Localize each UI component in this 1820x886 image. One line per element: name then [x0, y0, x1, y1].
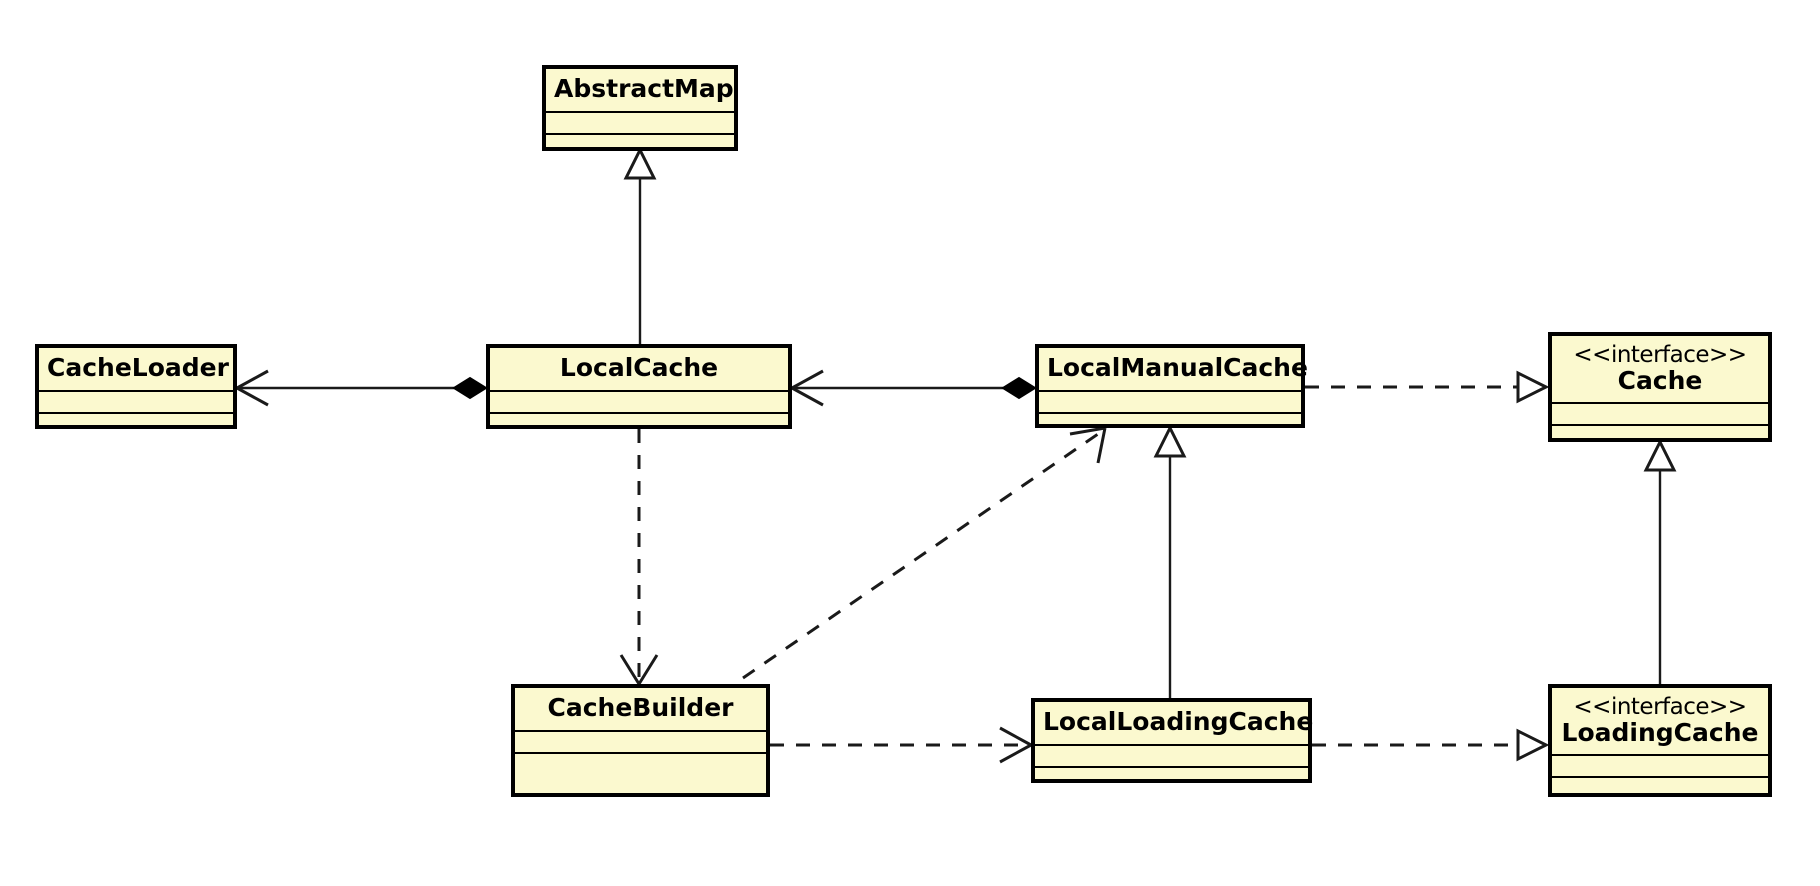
link-local-manual-cache-realizes-cache	[1305, 370, 1550, 404]
class-box-cache-interface[interactable]: <<interface>> Cache	[1548, 332, 1772, 442]
class-box-loading-cache-interface[interactable]: <<interface>> LoadingCache	[1548, 684, 1772, 797]
link-local-manual-cache-has-local-cache	[791, 369, 1037, 407]
class-box-local-loading-cache[interactable]: LocalLoadingCache	[1031, 698, 1313, 783]
link-loading-cache-extends-cache	[1643, 438, 1677, 684]
class-name-cache-loader: CacheLoader	[39, 348, 233, 392]
class-name-loading-cache-interface: <<interface>> LoadingCache	[1552, 688, 1768, 757]
class-title-loading-cache-interface: LoadingCache	[1561, 717, 1759, 747]
class-title-cache-loader: CacheLoader	[47, 353, 229, 382]
class-name-cache-builder: CacheBuilder	[515, 688, 766, 732]
class-attributes-cache-interface	[1552, 404, 1768, 427]
class-title-local-cache: LocalCache	[559, 353, 719, 382]
link-cache-builder-depends-local-loading-cache	[770, 726, 1032, 764]
class-attributes-cache-builder	[515, 731, 766, 754]
link-local-loading-cache-extends-local-manual-cache	[1153, 424, 1187, 698]
class-name-local-cache: LocalCache	[490, 348, 788, 392]
class-name-local-manual-cache: LocalManualCache	[1039, 348, 1308, 392]
class-operations-cache-loader	[39, 413, 233, 425]
class-stereotype-cache-interface: <<interface>>	[1573, 342, 1747, 368]
class-title-local-loading-cache: LocalLoadingCache	[1043, 707, 1314, 736]
class-attributes-abstract-map	[546, 112, 734, 135]
class-title-abstract-map: AbstractMap	[554, 74, 734, 103]
class-title-cache-interface: Cache	[1617, 365, 1703, 395]
class-title-cache-builder: CacheBuilder	[547, 693, 734, 722]
class-attributes-local-manual-cache	[1039, 391, 1301, 414]
class-box-abstract-map[interactable]: AbstractMap	[542, 65, 738, 151]
class-attributes-cache-loader	[39, 391, 233, 414]
class-operations-local-loading-cache	[1035, 767, 1308, 779]
link-local-loading-cache-realizes-loading-cache	[1312, 728, 1550, 762]
class-operations-cache-builder	[515, 753, 766, 793]
class-name-local-loading-cache: LocalLoadingCache	[1035, 702, 1313, 746]
class-stereotype-loading-cache-interface: <<interface>>	[1573, 694, 1747, 720]
link-local-cache-depends-cache-builder	[619, 429, 659, 685]
class-box-local-cache[interactable]: LocalCache	[486, 344, 792, 429]
class-name-cache-interface: <<interface>> Cache	[1552, 336, 1768, 405]
class-box-cache-loader[interactable]: CacheLoader	[35, 344, 237, 429]
link-local-cache-extends-abstract-map	[623, 146, 657, 344]
class-operations-abstract-map	[546, 134, 734, 147]
class-attributes-loading-cache-interface	[1552, 756, 1768, 779]
class-operations-local-manual-cache	[1039, 413, 1301, 424]
class-attributes-local-cache	[490, 391, 788, 414]
class-box-cache-builder[interactable]: CacheBuilder	[511, 684, 770, 797]
class-box-local-manual-cache[interactable]: LocalManualCache	[1035, 344, 1308, 428]
class-operations-loading-cache-interface	[1552, 778, 1768, 793]
link-cache-builder-depends-local-manual-cache	[742, 426, 1107, 680]
class-operations-cache-interface	[1552, 426, 1768, 438]
class-name-abstract-map: AbstractMap	[546, 69, 734, 113]
link-local-cache-has-cache-loader	[236, 369, 488, 407]
class-attributes-local-loading-cache	[1035, 745, 1308, 768]
class-operations-local-cache	[490, 413, 788, 425]
class-title-local-manual-cache: LocalManualCache	[1047, 353, 1308, 382]
